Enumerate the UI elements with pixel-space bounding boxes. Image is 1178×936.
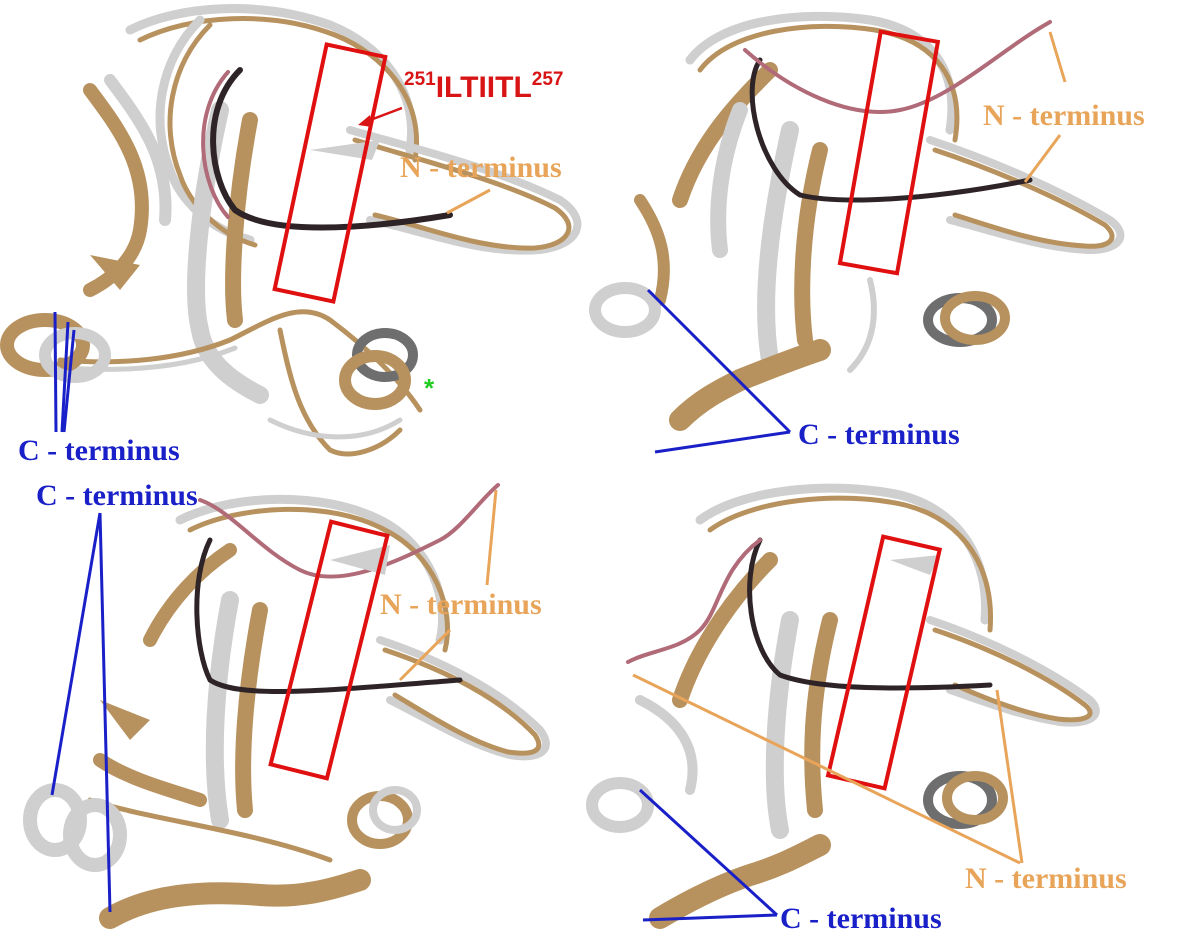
highlight-box xyxy=(840,32,938,274)
panel-top-right xyxy=(595,16,1120,452)
c-terminus-label-top-left: C - terminus xyxy=(18,436,180,466)
c-terminus-label-bottom-left: C - terminus xyxy=(36,481,198,511)
n-terminus-leader xyxy=(447,190,490,213)
n-terminus-label-top-right: N - terminus xyxy=(983,101,1145,131)
panel-bottom-right xyxy=(592,488,1096,920)
sequence-start-number: 251 xyxy=(404,69,436,90)
ribbon-structure xyxy=(595,16,1120,420)
sequence-arrowhead xyxy=(358,115,372,127)
c-terminus-label-bottom-right: C - terminus xyxy=(780,904,942,934)
n-terminus-label-top-left: N - terminus xyxy=(400,153,562,183)
n-terminus-label-bottom-left: N - terminus xyxy=(380,590,542,620)
sequence-end-number: 257 xyxy=(532,69,564,90)
sequence-text: ILTIITL xyxy=(436,71,532,104)
highlight-box xyxy=(275,44,386,301)
highlight-box xyxy=(828,537,940,789)
sequence-label: 251ILTIITL257 xyxy=(404,70,564,103)
marker-asterisk: * xyxy=(424,375,434,401)
n-terminus-label-bottom-right: N - terminus xyxy=(965,864,1127,894)
c-terminus-label-top-right: C - terminus xyxy=(798,420,960,450)
panel-bottom-left xyxy=(30,485,546,918)
